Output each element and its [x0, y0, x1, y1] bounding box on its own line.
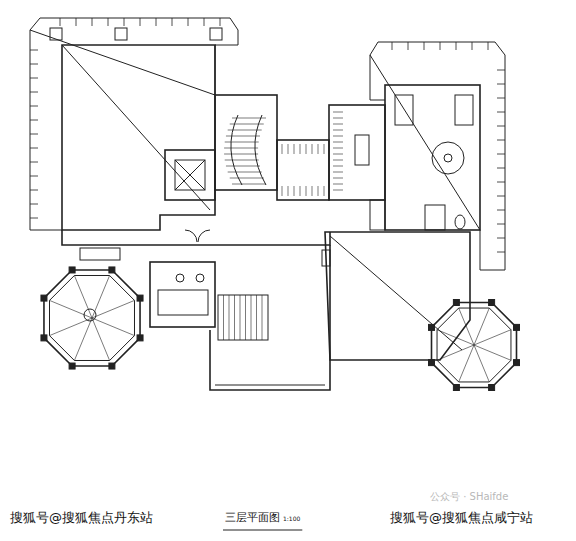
- terrace: [210, 245, 330, 390]
- scale: 1:100: [283, 516, 300, 523]
- plan-title: 三层平面图: [225, 512, 280, 524]
- watermark: 搜狐号@搜狐焦点丹东站: [10, 511, 153, 525]
- column: [50, 28, 62, 40]
- roof-ridge: [330, 236, 462, 350]
- watermark: 公众号 · SHaifde: [430, 491, 508, 502]
- toilet: [455, 215, 465, 229]
- elevator-car: [175, 160, 205, 190]
- bathtub: [444, 154, 452, 162]
- railing: [215, 385, 325, 386]
- roof-ridge: [62, 45, 210, 210]
- wall: [370, 200, 385, 230]
- bathroom: [385, 85, 480, 230]
- room: [150, 262, 215, 327]
- bathtub: [432, 142, 464, 174]
- octagon-ceiling: [41, 267, 143, 369]
- shower: [395, 95, 413, 125]
- table: [84, 309, 96, 321]
- elevator: [165, 150, 215, 200]
- fixture: [196, 274, 204, 282]
- octagon-room: [44, 270, 140, 366]
- column: [115, 28, 127, 40]
- elevator-car: [175, 160, 205, 190]
- closet: [277, 140, 329, 200]
- corridor-wall: [62, 230, 330, 245]
- closet-hangers: [282, 112, 343, 196]
- stair: [218, 295, 268, 340]
- roof: [325, 232, 470, 360]
- octagon-room: [50, 276, 135, 361]
- roof-eave: [30, 30, 62, 230]
- door: [185, 230, 210, 242]
- octagon-room: [437, 308, 511, 382]
- elevator-car: [175, 160, 205, 190]
- toilet-room: [425, 205, 445, 230]
- counter: [158, 290, 208, 315]
- shower: [455, 95, 473, 125]
- octagon-ceiling: [429, 300, 520, 391]
- stair-treads: [224, 118, 266, 184]
- watermark: 搜狐号@搜狐焦点咸宁站: [390, 511, 533, 525]
- stair-treads: [224, 295, 263, 340]
- column: [210, 28, 222, 40]
- fixture: [176, 274, 184, 282]
- title-underline: [223, 529, 302, 530]
- island: [355, 135, 369, 165]
- eave-rafters: [30, 18, 505, 252]
- roof: [62, 45, 215, 230]
- stair-hall: [215, 95, 277, 190]
- walk-in-closet: [329, 105, 385, 200]
- roof-eave: [370, 42, 505, 270]
- octagon-room: [432, 303, 517, 388]
- roof-eave: [370, 55, 385, 100]
- spiral-stair: [231, 115, 266, 185]
- sofa: [80, 248, 120, 260]
- door: [322, 250, 330, 266]
